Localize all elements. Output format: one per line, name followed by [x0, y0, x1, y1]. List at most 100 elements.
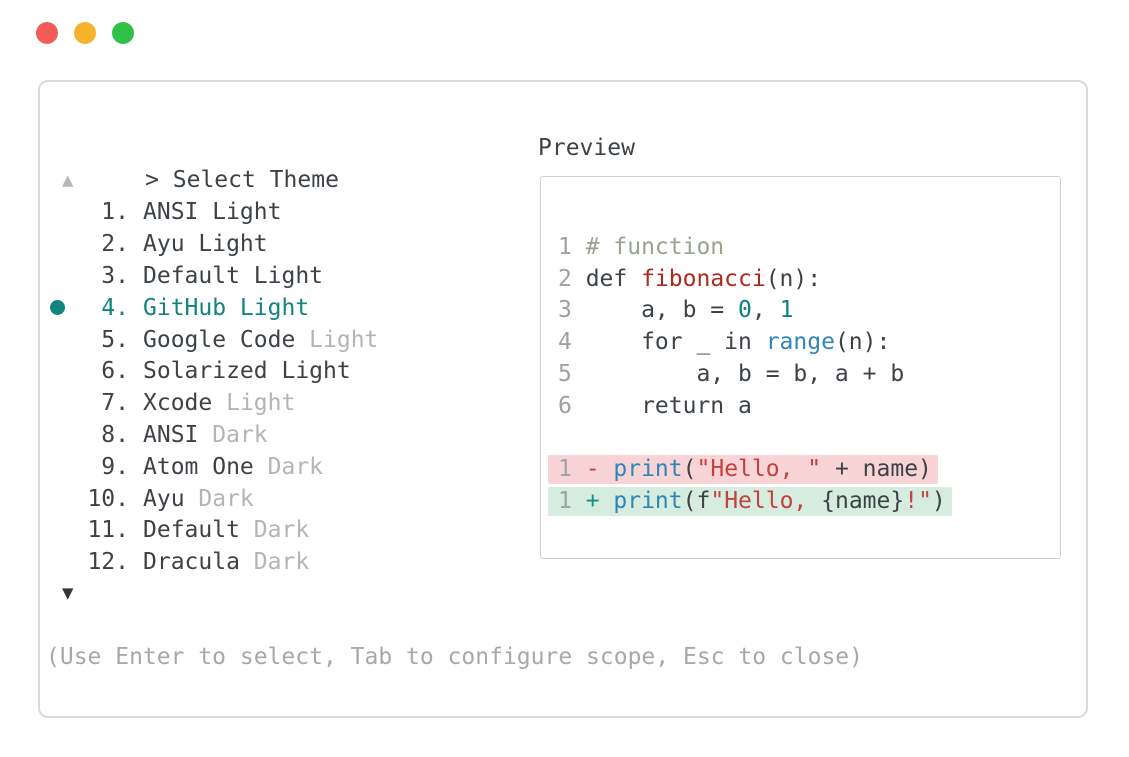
code-token: return a	[585, 392, 752, 419]
code-token: Xcode	[143, 390, 227, 417]
theme-item-label: Google Code Light	[143, 327, 378, 353]
minimize-button-icon[interactable]	[74, 22, 96, 44]
theme-item-number: 4.	[101, 294, 129, 321]
line-number: 1	[558, 488, 572, 515]
code-token: (	[682, 456, 697, 483]
theme-item-label: Solarized Light	[143, 358, 351, 384]
prompt-caret: >	[145, 166, 159, 193]
line-number: 1	[558, 456, 572, 483]
code-line: 4 for _ in range(n):	[558, 327, 1060, 359]
dialog-header: >Select Theme	[62, 133, 378, 193]
code-token: !"	[904, 488, 932, 515]
code-token: Light	[309, 326, 379, 353]
code-token: Google Code	[143, 326, 310, 353]
preview-label: Preview	[538, 135, 635, 161]
code-token: for _ in	[585, 329, 766, 356]
code-token: (n):	[834, 329, 891, 356]
line-number: 1	[558, 233, 572, 260]
close-button-icon[interactable]	[36, 22, 58, 44]
selected-bullet-icon	[50, 300, 65, 316]
code-token: Atom One	[143, 453, 268, 480]
theme-item-number: 1.	[101, 199, 129, 226]
zoom-button-icon[interactable]	[112, 22, 134, 44]
code-token: a, b =	[585, 297, 739, 324]
theme-list-item[interactable]: 4. GitHub Light	[46, 292, 378, 324]
line-number: 6	[558, 392, 572, 419]
theme-item-number: 11.	[87, 517, 129, 544]
code-token: {name}	[821, 488, 905, 515]
theme-list-item[interactable]: 7. Xcode Light	[46, 387, 378, 419]
code-token: Default Light	[143, 263, 324, 290]
code-token: "Hello,	[710, 488, 822, 515]
theme-item-label: ANSI Dark	[143, 422, 268, 448]
theme-list-item[interactable]: 10.Ayu Dark	[46, 483, 378, 515]
theme-item-number: 3.	[101, 263, 129, 290]
code-token: Dark	[267, 453, 324, 480]
line-number: 5	[558, 360, 572, 387]
code-token: Dark	[212, 422, 268, 449]
code-token: Light	[226, 390, 296, 417]
selected-bullet-icon	[46, 300, 86, 316]
footer-hint: (Use Enter to select, Tab to configure s…	[46, 644, 863, 670]
theme-item-label: Ayu Light	[143, 231, 268, 257]
code-token: fibonacci	[641, 265, 766, 292]
theme-item-number: 2.	[101, 231, 129, 258]
theme-list-item[interactable]: 8. ANSI Dark	[46, 419, 378, 451]
theme-item-number: 7.	[101, 390, 129, 417]
code-line: 2 def fibonacci(n):	[558, 264, 1060, 296]
code-token: Ayu Light	[143, 231, 268, 258]
theme-item-number: 8.	[101, 422, 129, 449]
theme-list-item[interactable]: 5. Google Code Light	[46, 324, 378, 356]
code-token: -	[585, 456, 614, 483]
theme-item-number: 5.	[101, 326, 129, 353]
code-token: + name)	[821, 456, 932, 483]
diff-removed-line: 1- print("Hello, " + name)	[548, 454, 1060, 486]
code-token: +	[585, 488, 614, 515]
theme-list-item[interactable]: 3. Default Light	[46, 260, 378, 292]
code-token: print	[613, 456, 683, 483]
code-token: )	[931, 488, 946, 515]
theme-list-item[interactable]: 11. Default Dark	[46, 515, 378, 547]
theme-list-item[interactable]: 6. Solarized Light	[46, 356, 378, 388]
code-token: 1	[779, 297, 794, 324]
theme-list-item[interactable]: 12. Dracula Dark	[46, 546, 378, 578]
code-token: a, b = b, a + b	[585, 360, 905, 387]
theme-list-item[interactable]: 9.Atom One Dark	[46, 451, 378, 483]
code-token: ANSI Light	[143, 199, 282, 226]
theme-item-label: ANSI Light	[143, 199, 281, 225]
code-token: def	[585, 265, 642, 292]
line-number: 3	[558, 297, 572, 324]
code-token: Dark	[198, 485, 254, 512]
code-token: Solarized Light	[143, 358, 351, 385]
code-line: 6 return a	[558, 391, 1060, 423]
theme-item-label: Atom One Dark	[143, 454, 323, 480]
scroll-up-icon[interactable]: ▲	[62, 168, 74, 191]
diff-highlight: 1+ print(f"Hello, {name}!")	[548, 487, 952, 517]
theme-item-label: Dracula Dark	[143, 549, 309, 575]
code-line: 5 a, b = b, a + b	[558, 359, 1060, 391]
theme-item-number: 6.	[101, 358, 129, 385]
line-number: 2	[558, 265, 572, 292]
theme-item-number: 10.	[87, 485, 129, 512]
code-token: Dracula	[143, 549, 254, 576]
theme-item-label: Xcode Light	[143, 390, 295, 416]
blank-line	[558, 423, 1060, 455]
theme-item-label: Default Dark	[143, 517, 309, 543]
theme-list-section: >Select Theme ▲ 1. ANSI Light 2. Ayu Light 3…	[46, 133, 378, 610]
theme-item-number: 12.	[87, 549, 129, 576]
code-token: print	[613, 488, 683, 515]
theme-list-item[interactable]: 2. Ayu Light	[46, 228, 378, 260]
code-token: Default	[143, 517, 254, 544]
code-token: ,	[751, 297, 780, 324]
scroll-down-icon[interactable]: ▼	[62, 582, 74, 605]
theme-item-label: GitHub Light	[143, 295, 309, 321]
theme-selector-dialog: >Select Theme ▲ 1. ANSI Light 2. Ayu Light 3…	[38, 80, 1088, 718]
code-token: Dark	[253, 517, 310, 544]
code-token: 0	[738, 297, 752, 324]
theme-list-item[interactable]: 1. ANSI Light	[46, 197, 378, 229]
code-token: (n):	[765, 265, 822, 292]
diff-highlight: 1- print("Hello, " + name)	[548, 455, 938, 485]
